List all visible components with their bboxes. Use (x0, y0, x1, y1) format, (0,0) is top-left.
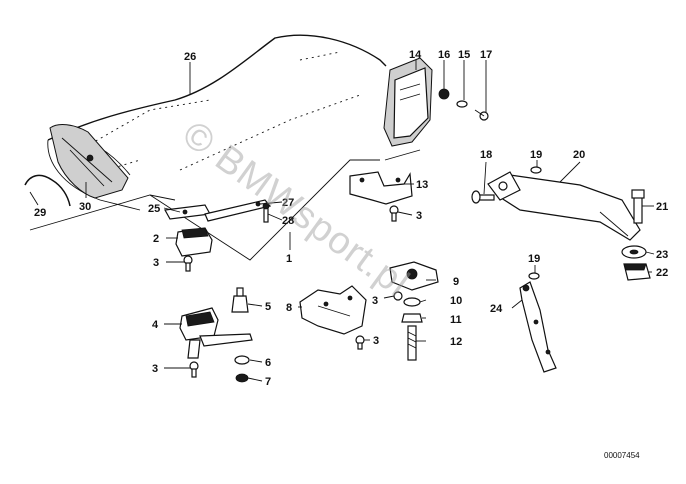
callout-3a: 3 (153, 257, 159, 269)
arm-24-part (519, 281, 557, 373)
clip-19b-part (528, 272, 540, 280)
nut-11-part (401, 313, 423, 323)
leader-lines (29, 60, 655, 382)
cable-part (24, 174, 71, 207)
reference-number: 00007454 (604, 451, 640, 460)
callout-8: 8 (286, 302, 292, 314)
screw-3b-part (389, 205, 399, 222)
callout-5: 5 (265, 301, 271, 313)
stud-12-part (407, 325, 417, 361)
callout-6: 6 (265, 357, 271, 369)
callout-25: 25 (148, 203, 160, 215)
bolt-18-part (471, 190, 495, 204)
callout-19b: 19 (528, 253, 540, 265)
transmission-tunnel-outline (29, 34, 421, 261)
callout-2: 2 (153, 233, 159, 245)
screw-3d-part (355, 335, 365, 350)
callout-30: 30 (79, 201, 91, 213)
callout-15: 15 (458, 49, 470, 61)
bolt-17-part (474, 109, 489, 121)
callout-18: 18 (480, 149, 492, 161)
callout-29: 29 (34, 207, 46, 219)
callout-21: 21 (656, 201, 668, 213)
mount-4-part (179, 307, 253, 359)
callout-7: 7 (265, 376, 271, 388)
watermark-text: © BMWsport.pl (175, 113, 417, 305)
screw-3a-part (183, 255, 193, 272)
callout-26: 26 (184, 51, 196, 63)
bracket-8-part (299, 285, 367, 335)
bracket-25-part (164, 204, 211, 220)
cover-14-part (383, 57, 433, 147)
callout-9: 9 (453, 276, 459, 288)
callout-14: 14 (409, 49, 422, 61)
nut-7-part (235, 373, 249, 383)
mount-9-part (389, 261, 439, 291)
callout-3d: 3 (373, 335, 379, 347)
callout-23: 23 (656, 249, 668, 261)
callout-4: 4 (152, 319, 159, 331)
washer-23-part (621, 245, 647, 259)
callout-24: 24 (490, 303, 503, 315)
crossmember-20-part (487, 171, 641, 241)
callout-19a: 19 (530, 149, 542, 161)
callout-28: 28 (282, 215, 294, 227)
washer-6-part (234, 355, 250, 365)
rubber-5-part (231, 287, 249, 313)
callout-17: 17 (480, 49, 492, 61)
callout-22: 22 (656, 267, 668, 279)
callout-labels: 26 14 16 15 17 29 30 25 27 28 2 3 1 13 3… (34, 49, 668, 388)
callout-11: 11 (450, 314, 462, 326)
callout-13: 13 (416, 179, 428, 191)
rubber-22-part (623, 263, 651, 281)
bracket-13-part (349, 171, 413, 205)
washer-15-part (456, 100, 468, 108)
callout-3b: 3 (416, 210, 422, 222)
callout-3c: 3 (372, 295, 378, 307)
callout-1: 1 (286, 253, 292, 265)
callout-16: 16 (438, 49, 450, 61)
strap-27-part (204, 199, 272, 222)
rubber-mount-2-part (175, 227, 213, 257)
heat-shield-part (49, 124, 129, 199)
callout-27: 27 (282, 197, 294, 209)
callout-10: 10 (450, 295, 462, 307)
callout-20: 20 (573, 149, 585, 161)
callout-3e: 3 (152, 363, 158, 375)
callout-12: 12 (450, 336, 462, 348)
washer-10-part (403, 297, 421, 307)
clip-19a-part (530, 166, 542, 174)
nut-16-part (438, 88, 450, 100)
bolt-21-part (631, 189, 645, 224)
screw-3e-part (189, 361, 199, 378)
